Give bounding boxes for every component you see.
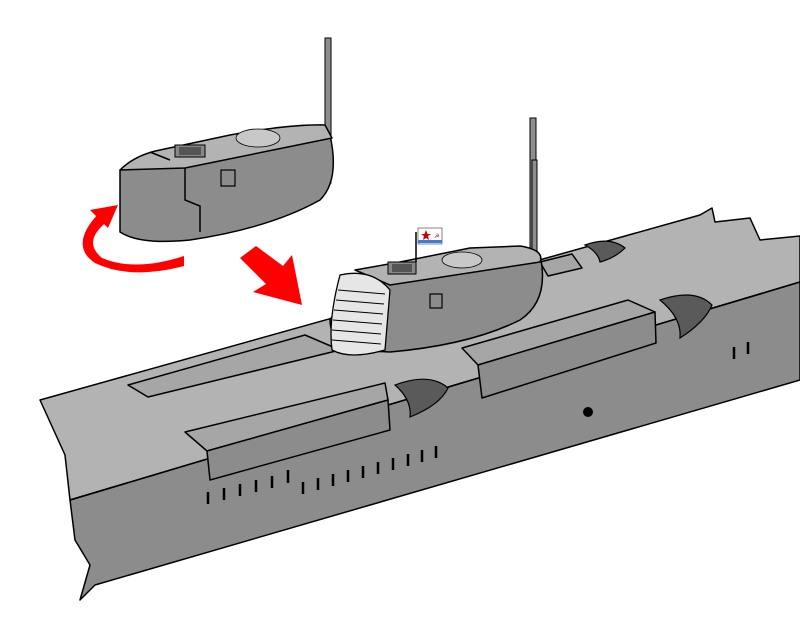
hull-porthole	[583, 407, 593, 417]
curved-rotation-arrow-icon	[82, 205, 184, 273]
naval-ensign-flag-icon: ☭	[415, 227, 443, 262]
svg-text:☭: ☭	[434, 233, 439, 240]
detached-tower-hatch	[220, 169, 236, 187]
hull-side	[69, 281, 800, 601]
fin-mid	[658, 294, 713, 340]
fin-rear	[583, 240, 626, 263]
deck-panel-rear	[539, 253, 583, 277]
submarine-hull	[39, 207, 800, 601]
tower-front-shield	[330, 272, 391, 356]
conning-tower-installed: ☭	[329, 117, 544, 356]
fin-front	[393, 378, 449, 418]
conning-tower-detached	[119, 37, 335, 243]
hull-vent-slots	[206, 342, 750, 504]
diagonal-arrow-icon	[240, 246, 302, 305]
tower-side-hatch	[429, 293, 443, 309]
